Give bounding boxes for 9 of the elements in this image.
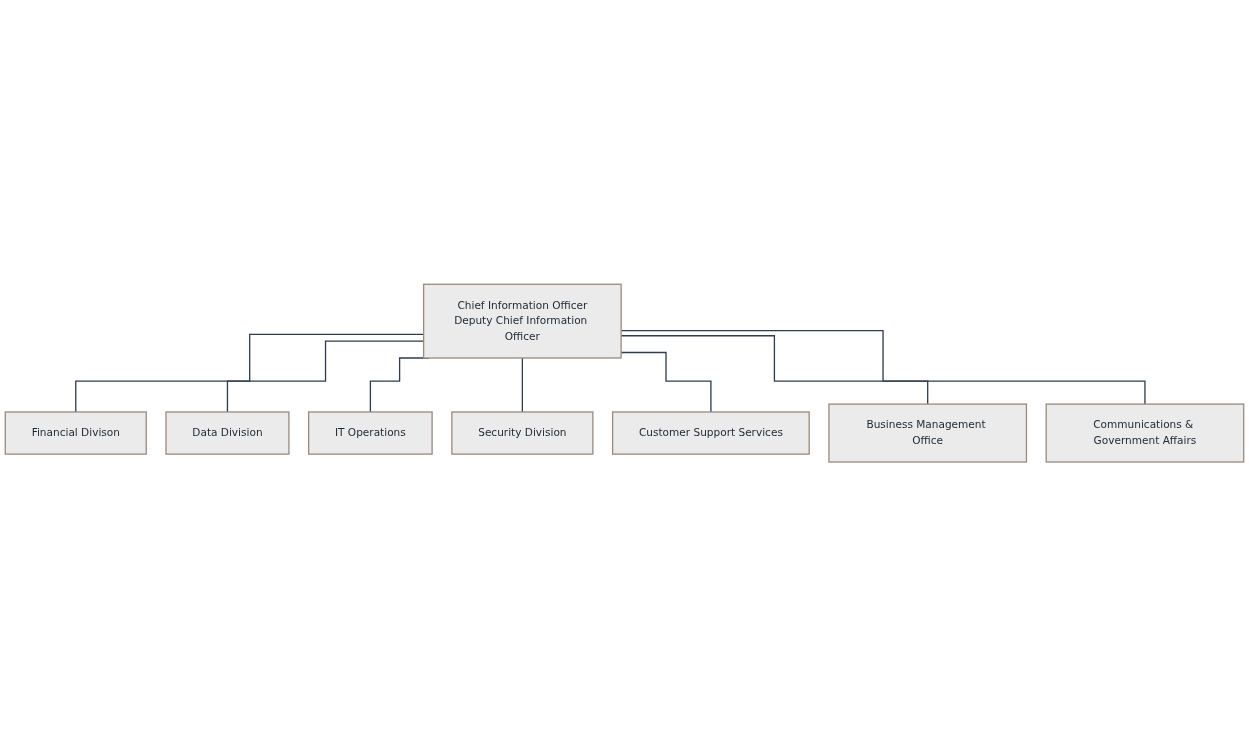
node-box: Chief Information Officer Deputy Chief Information Officer [422, 283, 622, 360]
node-box: IT Operations [308, 411, 433, 456]
node-box: Business Management Office [828, 403, 1028, 464]
node-box: Customer Support Services [611, 411, 810, 456]
node-box: Communications & Government Affairs [1045, 403, 1245, 464]
node-box: Data Division [165, 411, 290, 456]
node-box: Financial Divison [4, 411, 147, 456]
connector [521, 357, 524, 413]
node-box: Security Division [451, 411, 594, 456]
